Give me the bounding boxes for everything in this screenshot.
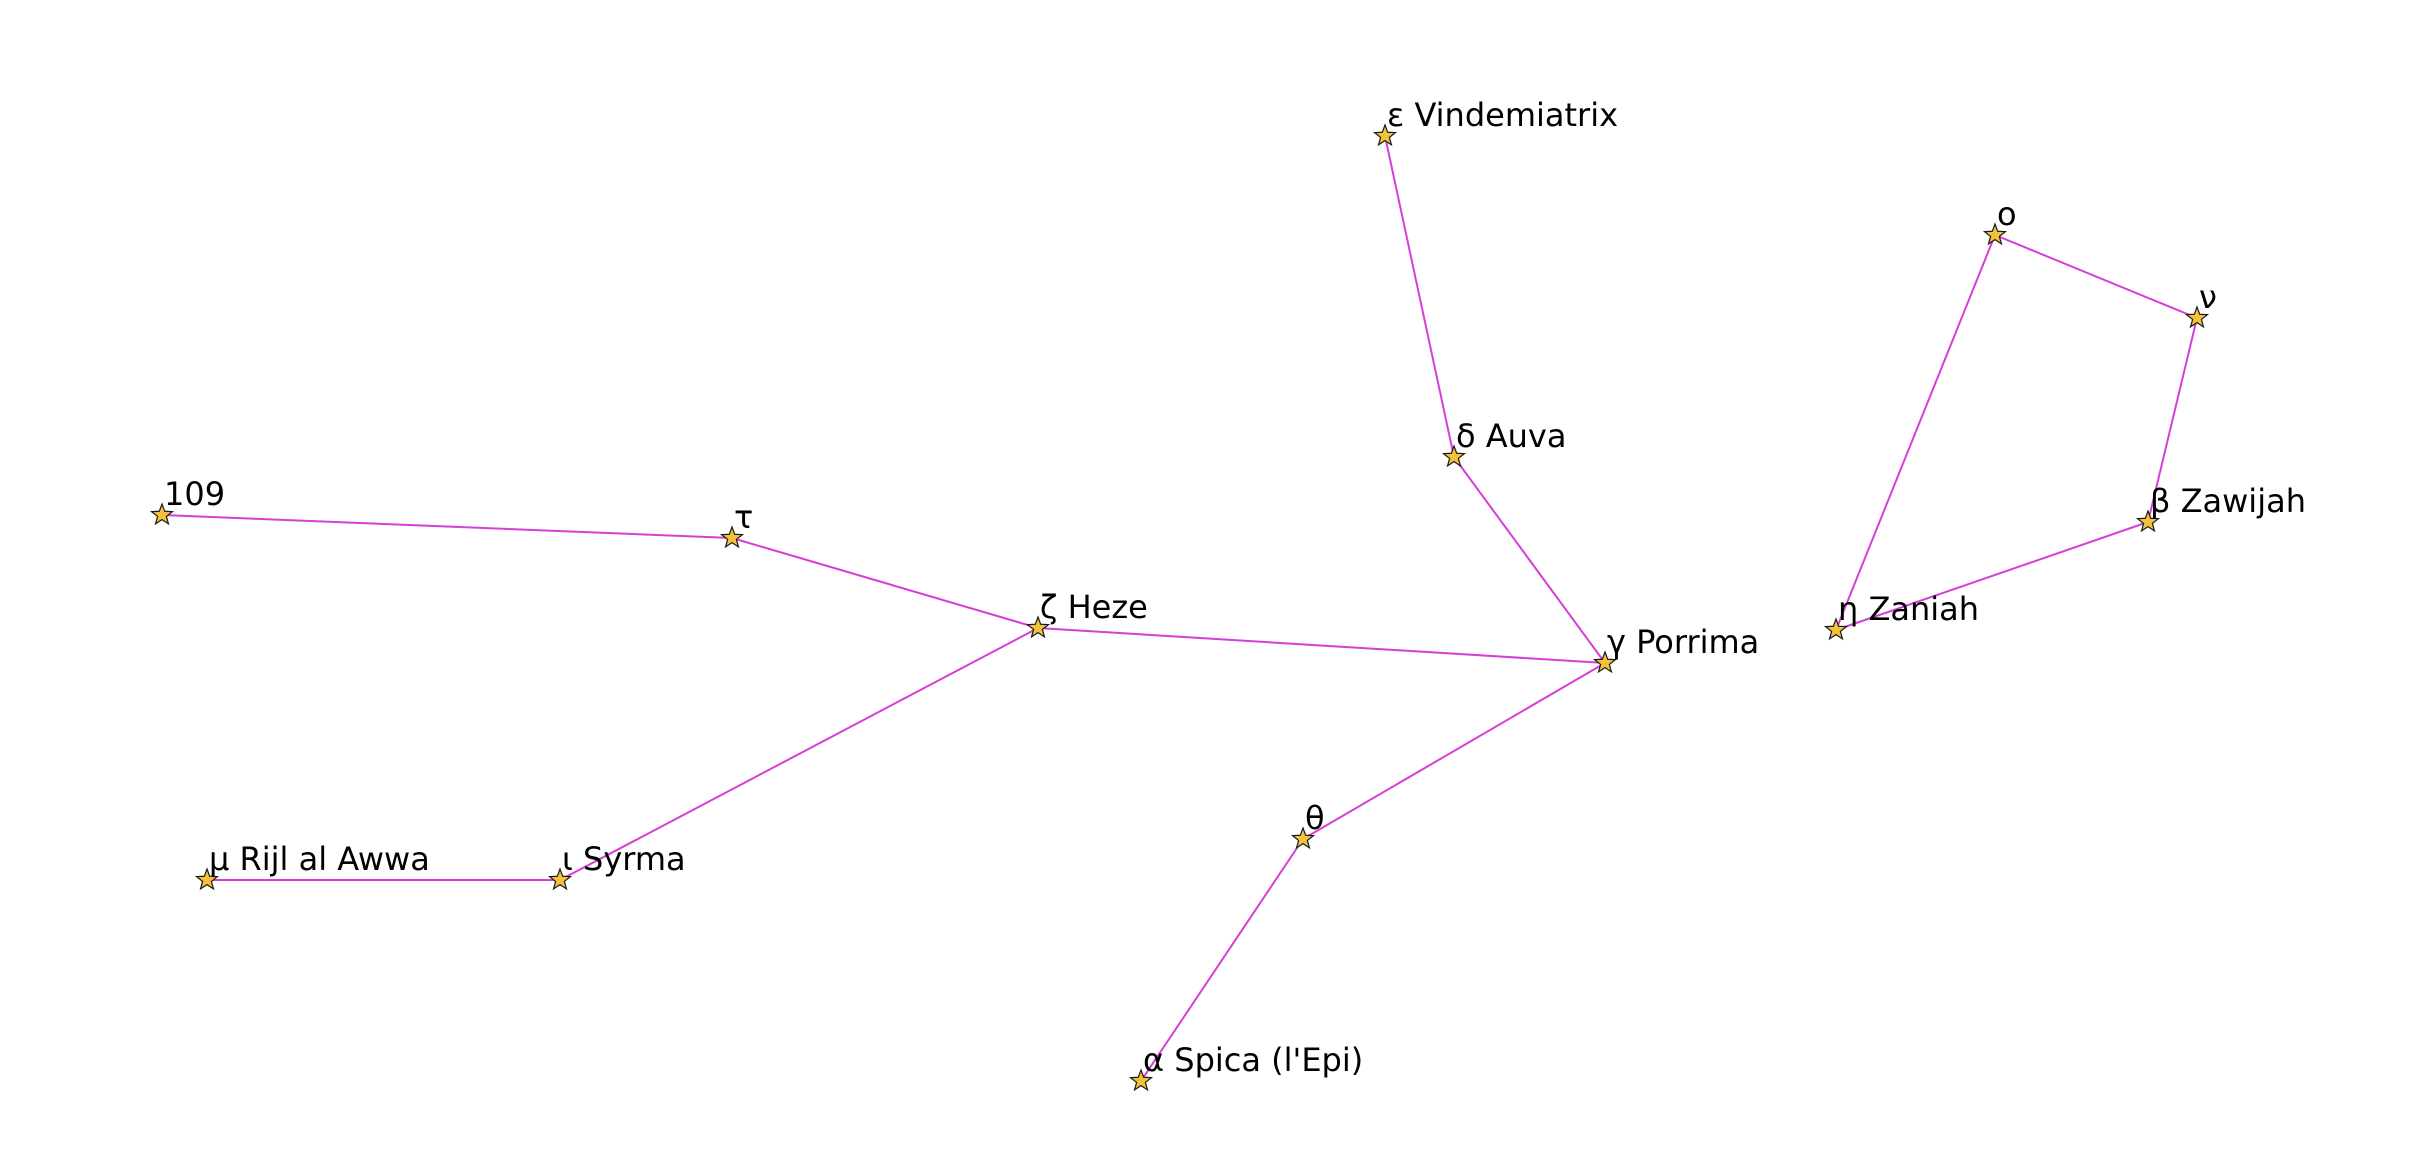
- star-label-porrima: γ Porrima: [1607, 623, 1759, 661]
- connection-line-porrima-theta: [1302, 662, 1606, 840]
- constellation-stars: ε Vindemiatrix δ Auva γ Porrima ζ Heze τ 109 ι…: [149, 96, 2306, 1092]
- star-auva: δ Auva: [1441, 417, 1566, 468]
- star-icon: [547, 867, 573, 891]
- connection-line-vindemiatrix-auva: [1384, 135, 1455, 458]
- star-theta: θ: [1290, 799, 1325, 850]
- star-zawijah: β Zawijah: [2135, 482, 2306, 533]
- connection-line-porrima-heze: [1037, 627, 1606, 664]
- star-icon: [719, 525, 745, 549]
- star-rijl: μ Rijl al Awwa: [194, 840, 430, 891]
- connection-line-theta-spica: [1140, 838, 1304, 1082]
- star-icon: [194, 867, 220, 891]
- star-icon: [1128, 1068, 1154, 1092]
- connection-line-heze-tau: [731, 537, 1039, 629]
- star-icon: [2135, 509, 2161, 533]
- star-icon: [1441, 444, 1467, 468]
- star-label-heze: ζ Heze: [1040, 588, 1148, 626]
- star-vindemiatrix: ε Vindemiatrix: [1372, 96, 1618, 147]
- connection-line-omicron-nu: [1994, 234, 2198, 319]
- star-label-zawijah: β Zawijah: [2150, 482, 2306, 520]
- star-s109: 109: [149, 475, 225, 526]
- connection-line-zawijah-zaniah: [1835, 521, 2149, 631]
- star-label-rijl: μ Rijl al Awwa: [209, 840, 430, 878]
- star-label-vindemiatrix: ε Vindemiatrix: [1387, 96, 1618, 134]
- star-icon: [149, 502, 175, 526]
- star-icon: [2184, 305, 2210, 329]
- star-label-zaniah: η Zaniah: [1838, 590, 1979, 628]
- star-porrima: γ Porrima: [1592, 623, 1759, 674]
- star-icon: [1592, 650, 1618, 674]
- star-label-theta: θ: [1305, 799, 1325, 837]
- connection-line-zaniah-omicron: [1835, 234, 1996, 631]
- star-icon: [1290, 826, 1316, 850]
- star-spica: α Spica (l'Epi): [1128, 1041, 1363, 1092]
- connection-line-nu-zawijah: [2147, 317, 2198, 523]
- constellation-lines: [161, 135, 2198, 1082]
- star-heze: ζ Heze: [1025, 588, 1148, 639]
- star-icon: [1372, 123, 1398, 147]
- star-label-s109: 109: [164, 475, 225, 513]
- star-icon: [1823, 617, 1849, 641]
- star-label-tau: τ: [734, 498, 753, 536]
- star-label-spica: α Spica (l'Epi): [1143, 1041, 1363, 1079]
- star-label-auva: δ Auva: [1456, 417, 1566, 455]
- star-nu: ν: [2184, 278, 2217, 329]
- star-tau: τ: [719, 498, 753, 549]
- connection-line-auva-porrima: [1453, 456, 1606, 664]
- connection-line-tau-s109: [161, 514, 733, 539]
- star-icon: [1982, 222, 2008, 246]
- star-label-omicron: ο: [1997, 195, 2017, 233]
- connection-line-heze-syrma: [559, 627, 1039, 881]
- star-icon: [1025, 615, 1051, 639]
- star-label-syrma: ι Syrma: [562, 840, 686, 878]
- star-label-nu: ν: [2199, 278, 2217, 316]
- star-zaniah: η Zaniah: [1823, 590, 1979, 641]
- star-omicron: ο: [1982, 195, 2017, 246]
- star-syrma: ι Syrma: [547, 840, 686, 891]
